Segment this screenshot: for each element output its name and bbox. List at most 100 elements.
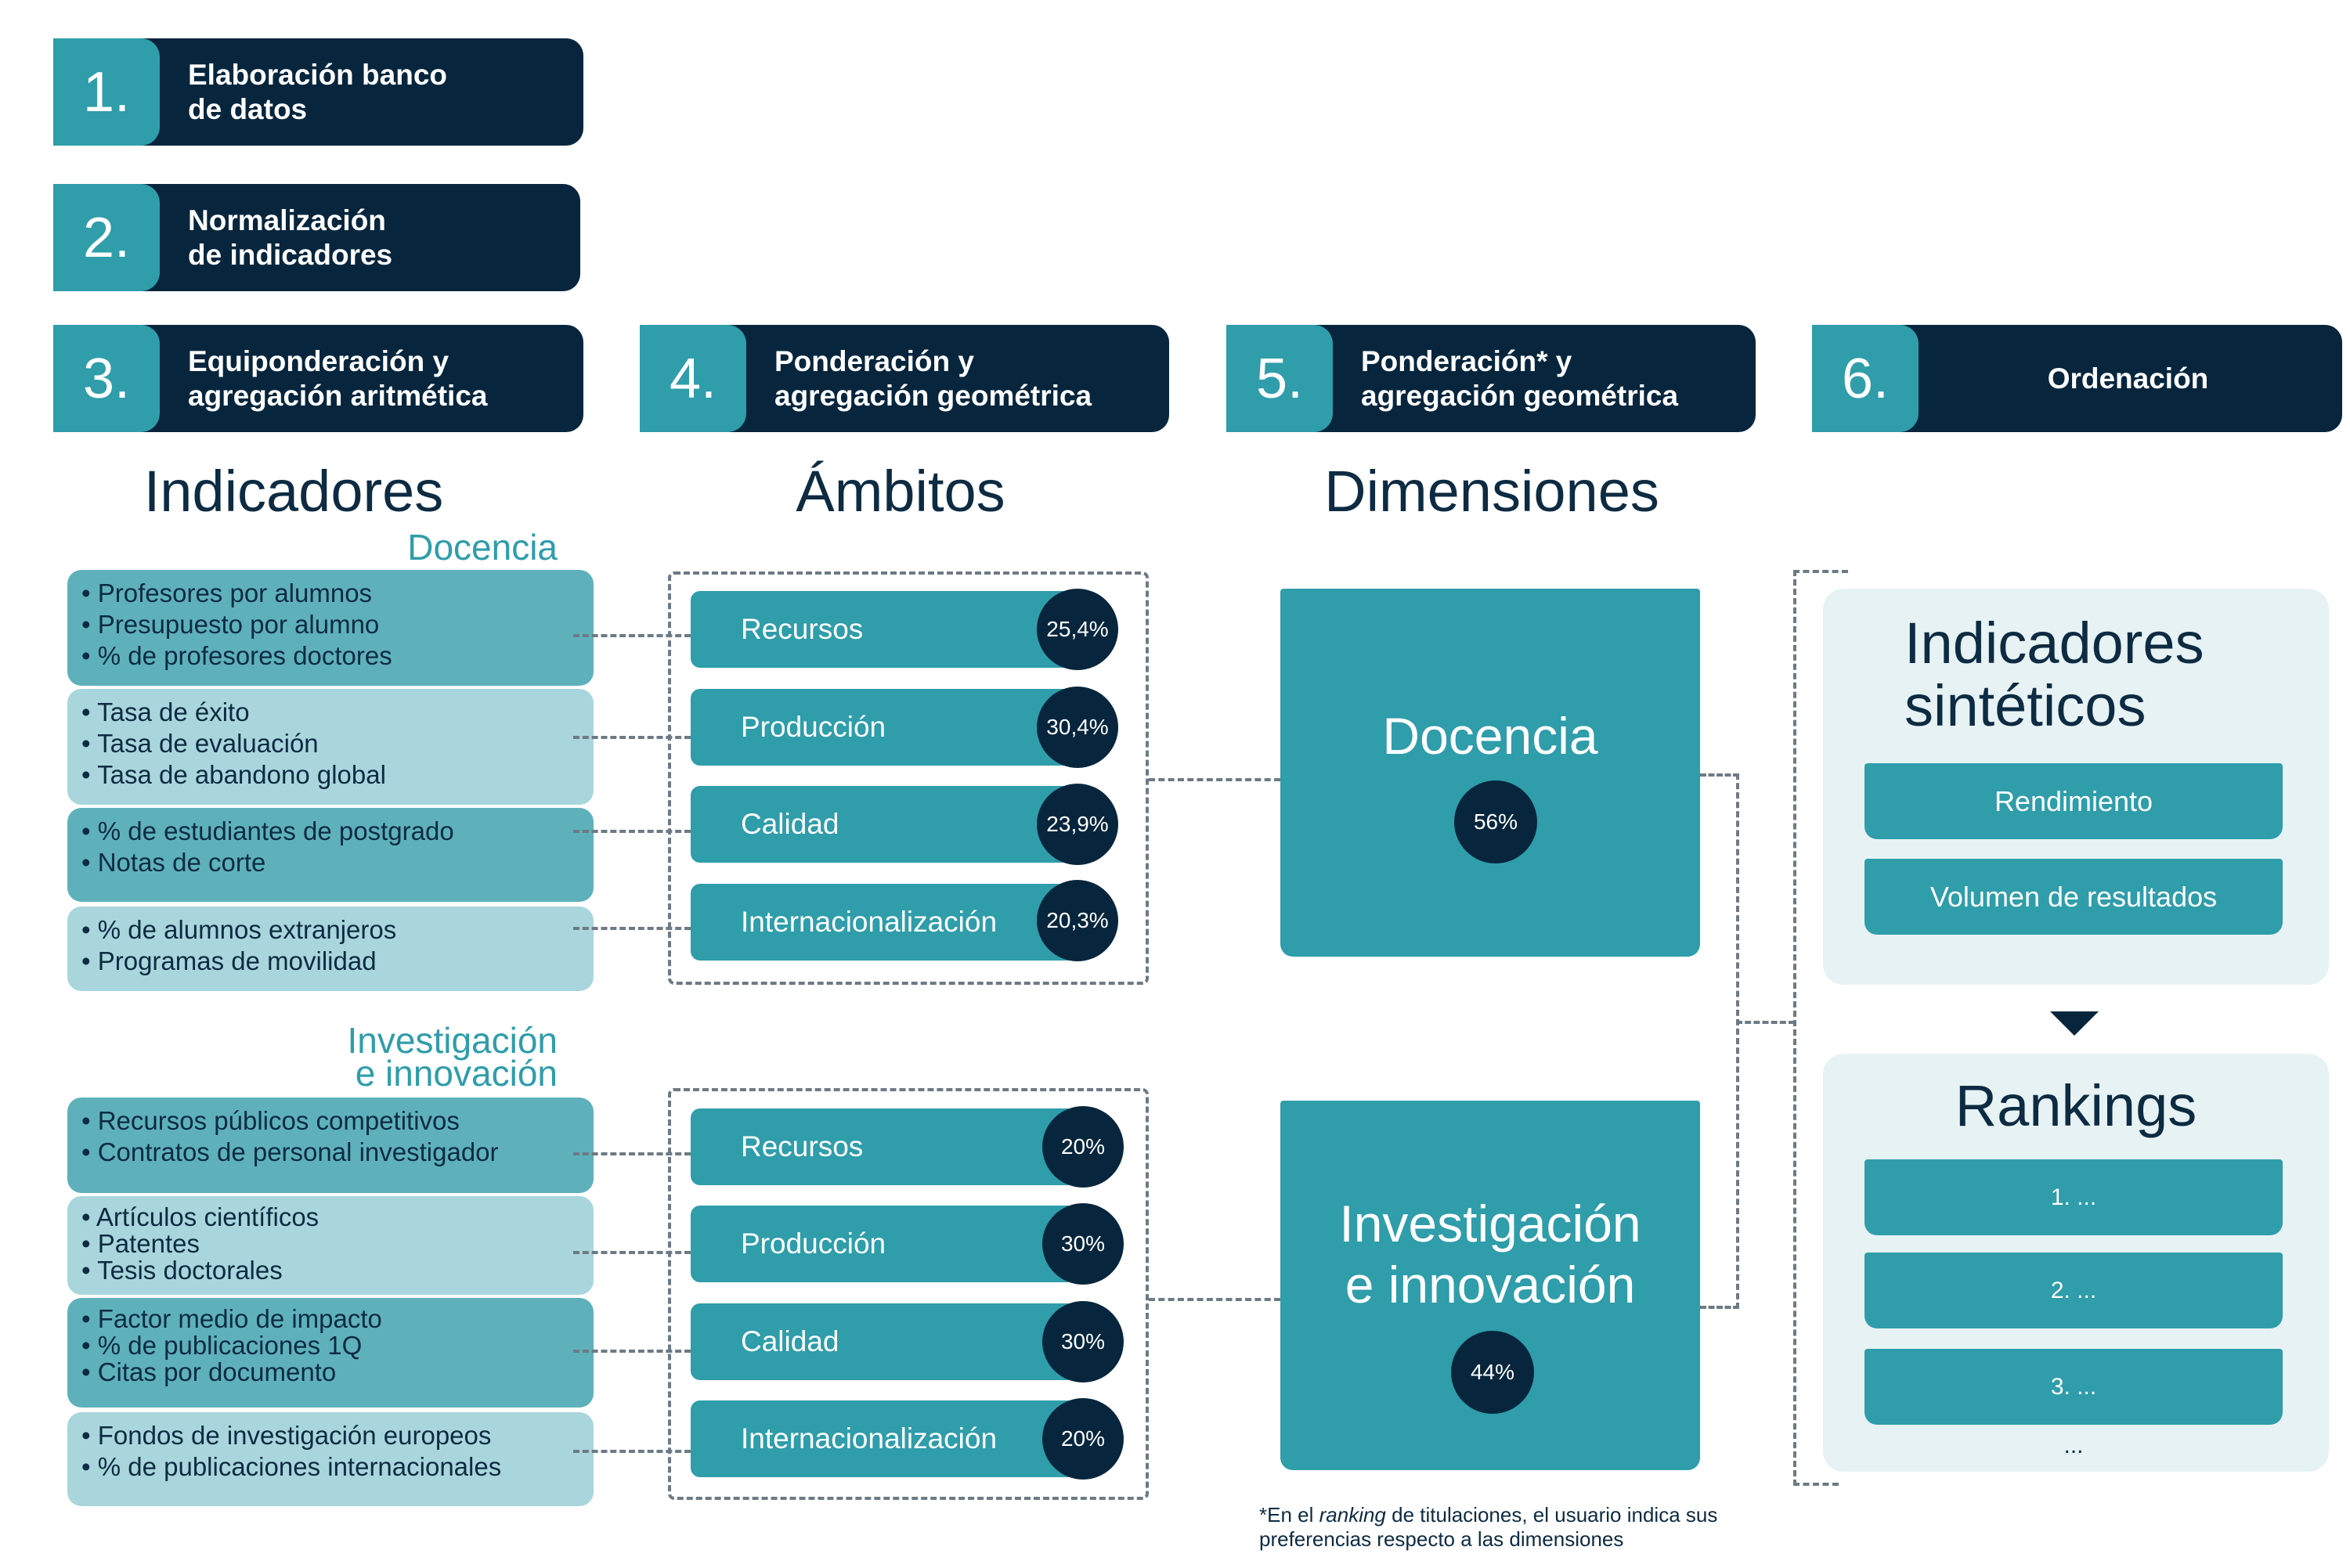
indicator-item: • Tasa de abandono global	[81, 760, 386, 789]
step-1-header: 1. Elaboración banco de datos	[53, 38, 583, 146]
indicator-item: • % de publicaciones internacionales	[81, 1452, 502, 1481]
ambito-weight: 23,9%	[1037, 784, 1118, 865]
ambito-weight: 20,3%	[1037, 880, 1118, 961]
connector-line	[573, 1152, 691, 1155]
connector-line	[573, 830, 691, 833]
indicator-group-docencia-1: • Profesores por alumnos • Presupuesto p…	[67, 570, 594, 686]
indicator-group-investigacion-1: • Recursos públicos competitivos • Contr…	[67, 1098, 594, 1193]
indicator-item: • Fondos de investigación europeos	[81, 1421, 492, 1450]
ambitos-title: Ámbitos	[796, 459, 1005, 524]
ambito-bar: Producción	[691, 1206, 1074, 1282]
dimension-weight: 56%	[1454, 780, 1537, 863]
step-label: Ordenación	[2047, 362, 2209, 395]
indicator-group-docencia-2: • Tasa de éxito • Tasa de evaluación • T…	[67, 689, 594, 805]
ambito-weight: 30,4%	[1037, 687, 1118, 768]
connector-line	[573, 736, 691, 739]
step-label: Normalización de indicadores	[188, 204, 393, 271]
step-5-header: 5. Ponderación* y agregación geométrica	[1226, 325, 1756, 432]
ambito-bar: Internacionalización	[691, 884, 1074, 961]
sintetico-item-volumen: Volumen de resultados	[1864, 859, 2283, 935]
connector-line	[1793, 1483, 1839, 1486]
section-docencia: Docencia	[407, 527, 558, 568]
indicator-item: • Patentes	[81, 1229, 200, 1258]
step-3-header: 3. Equiponderación y agregación aritméti…	[53, 325, 583, 432]
step-number: 1.	[53, 38, 160, 146]
indicator-item: • Notas de corte	[81, 848, 266, 877]
step-label: Ponderación y agregación geométrica	[774, 344, 1092, 412]
indicator-group-investigacion-4: • Fondos de investigación europeos • % d…	[67, 1412, 594, 1506]
connector-line	[573, 634, 691, 637]
ambitos-docencia-group	[668, 571, 1149, 985]
ambito-weight: 25,4%	[1037, 589, 1118, 670]
step-6-header: 6. Ordenación	[1812, 325, 2342, 432]
ranking-more: ...	[2063, 1433, 2084, 1458]
connector-line	[1793, 570, 1796, 1486]
dimensiones-title: Dimensiones	[1324, 459, 1659, 524]
dimension-docencia: Docencia	[1280, 589, 1700, 957]
indicadores-title: Indicadores	[143, 459, 444, 524]
ambito-bar: Producción	[691, 689, 1074, 766]
step-2-header: 2. Normalización de indicadores	[53, 184, 580, 291]
step-label: Equiponderación y agregación aritmética	[188, 344, 488, 412]
indicator-item: • Programas de movilidad	[81, 946, 377, 975]
indicator-item: • % de estudiantes de postgrado	[81, 816, 454, 845]
connector-line	[1149, 1298, 1280, 1301]
connector-line	[573, 1251, 691, 1254]
indicator-item: • Tasa de evaluación	[81, 729, 319, 758]
indicator-group-docencia-3: • % de estudiantes de postgrado • Notas …	[67, 808, 594, 902]
footnote-italic: ranking	[1319, 1503, 1386, 1527]
indicator-item: • Tasa de éxito	[81, 697, 250, 726]
indicator-group-investigacion-3: • Factor medio de impacto • % de publica…	[67, 1298, 594, 1408]
ranking-item: 2. ...	[1864, 1253, 2283, 1328]
indicator-item: • Factor medio de impacto	[81, 1304, 382, 1333]
dimension-investigacion: Investigación e innovación	[1280, 1101, 1700, 1470]
connector-line	[573, 1450, 691, 1453]
section-investigacion: Investigación e innovación	[347, 1020, 558, 1094]
indicator-item: • Artículos científicos	[81, 1202, 319, 1231]
sintetico-item-rendimiento: Rendimiento	[1864, 763, 2283, 839]
indicator-item: • Recursos públicos competitivos	[81, 1106, 460, 1135]
ranking-item: 3. ...	[1864, 1349, 2283, 1425]
ambito-weight: 20%	[1042, 1398, 1124, 1480]
dimension-weight: 44%	[1451, 1331, 1534, 1414]
dimension-label: Investigación e innovación	[1339, 1195, 1641, 1314]
indicator-group-investigacion-2: • Artículos científicos • Patentes • Tes…	[67, 1196, 594, 1295]
step-number: 2.	[53, 184, 160, 291]
connector-line	[573, 927, 691, 930]
arrow-down-icon	[2050, 1011, 2099, 1036]
connector-line	[1793, 570, 1848, 573]
ambito-bar: Calidad	[691, 1303, 1074, 1380]
step-number: 6.	[1812, 325, 1919, 432]
connector-line	[1736, 1021, 1795, 1024]
ambito-bar: Calidad	[691, 786, 1074, 863]
footnote: *En el ranking de titulaciones, el usuar…	[1259, 1503, 1807, 1552]
connector-line	[1149, 778, 1280, 781]
connector-line	[1700, 1306, 1739, 1309]
step-number: 3.	[53, 325, 160, 432]
footnote-prefix: *En el	[1259, 1503, 1319, 1527]
indicator-item: • % de publicaciones 1Q	[81, 1331, 363, 1360]
ambito-weight: 20%	[1042, 1106, 1124, 1188]
ambito-bar: Recursos	[691, 1108, 1074, 1185]
connector-line	[1736, 773, 1739, 1309]
indicator-item: • Profesores por alumnos	[81, 579, 373, 607]
indicator-item: • Presupuesto por alumno	[81, 610, 380, 639]
step-label: Elaboración banco de datos	[188, 58, 448, 125]
connector-line	[573, 1350, 691, 1353]
step-label: Ponderación* y agregación geométrica	[1361, 344, 1679, 412]
ambito-weight: 30%	[1042, 1203, 1124, 1285]
indicator-group-docencia-4: • % de alumnos extranjeros • Programas d…	[67, 907, 594, 991]
connector-line	[1700, 773, 1739, 777]
sinteticos-title: Indicadores sintéticos	[1904, 611, 2204, 738]
dimension-label: Docencia	[1382, 707, 1598, 765]
rankings-title: Rankings	[1955, 1073, 2197, 1138]
ranking-item: 1. ...	[1864, 1159, 2283, 1235]
indicator-item: • Tesis doctorales	[81, 1256, 283, 1285]
step-4-header: 4. Ponderación y agregación geométrica	[640, 325, 1169, 432]
ambito-bar: Recursos	[691, 591, 1074, 668]
step-number: 4.	[640, 325, 746, 432]
indicator-item: • % de alumnos extranjeros	[81, 915, 397, 944]
ambito-bar: Internacionalización	[691, 1400, 1074, 1477]
ambitos-investigacion-group	[668, 1088, 1149, 1500]
step-number: 5.	[1226, 325, 1333, 432]
